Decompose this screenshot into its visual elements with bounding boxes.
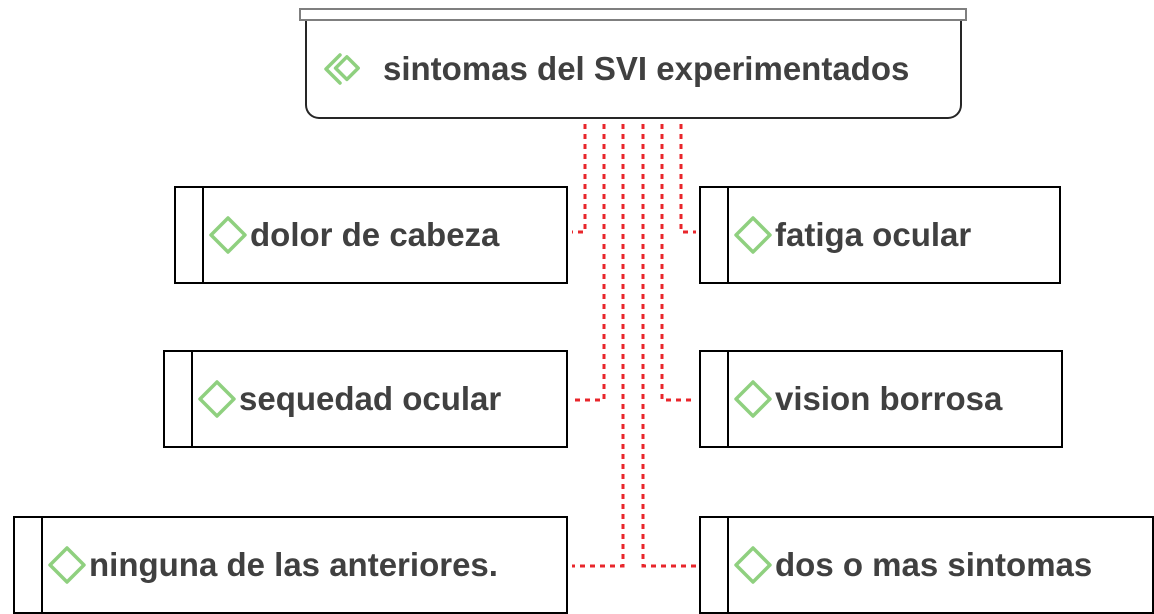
connector-sequedad-ocular — [572, 124, 606, 402]
child-node-side-stripe — [165, 352, 193, 446]
connector-dos-o-mas-sintomas — [641, 124, 696, 568]
root-node-header-bar — [299, 8, 967, 21]
child-node-label: dos o mas sintomas — [775, 546, 1093, 583]
root-node[interactable]: sintomas del SVI experimentados — [305, 21, 962, 119]
child-node-label: vision borrosa — [775, 380, 1003, 417]
child-node-sequedad-ocular[interactable]: sequedad ocular — [163, 350, 568, 448]
child-node-label: ninguna de las anteriores. — [89, 546, 498, 583]
child-node-vision-borrosa[interactable]: vision borrosa — [699, 350, 1063, 448]
diamond-icon — [734, 380, 772, 418]
child-node-label: sequedad ocular — [239, 380, 502, 417]
diamond-icon — [209, 216, 247, 254]
child-node-side-stripe — [176, 188, 204, 282]
child-node-label: dolor de cabeza — [250, 216, 500, 253]
child-node-label: fatiga ocular — [775, 216, 972, 253]
diamond-icon — [198, 380, 236, 418]
child-node-side-stripe — [701, 518, 729, 612]
connector-fatiga-ocular — [679, 124, 696, 234]
diamond-icon — [734, 546, 772, 584]
child-node-fatiga-ocular[interactable]: fatiga ocular — [699, 186, 1061, 284]
child-node-dos-o-mas-sintomas[interactable]: dos o mas sintomas — [699, 516, 1154, 614]
child-node-side-stripe — [15, 518, 43, 612]
connector-ninguna-de-las-anteriores — [572, 124, 625, 568]
diamond-icon — [48, 546, 86, 584]
connector-dolor-de-cabeza — [572, 124, 587, 234]
root-node-label: sintomas del SVI experimentados — [383, 50, 910, 87]
double-diamond-icon — [324, 53, 360, 85]
child-node-dolor-de-cabeza[interactable]: dolor de cabeza — [174, 186, 568, 284]
child-node-side-stripe — [701, 188, 729, 282]
diamond-icon — [734, 216, 772, 254]
child-node-side-stripe — [701, 352, 729, 446]
connector-vision-borrosa — [660, 124, 696, 402]
child-node-ninguna-de-las-anteriores[interactable]: ninguna de las anteriores. — [13, 516, 568, 614]
